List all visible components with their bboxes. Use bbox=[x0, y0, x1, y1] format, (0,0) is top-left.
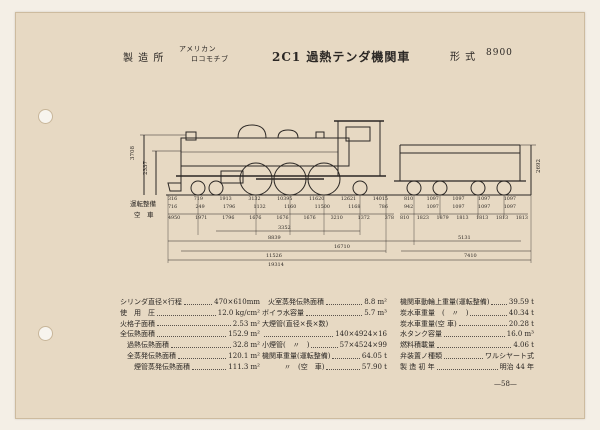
spec-row: 炭水車重量(空 車)20.28 t bbox=[400, 319, 534, 328]
maker-line1: アメリカン bbox=[179, 45, 217, 53]
tender-wheel-2 bbox=[432, 180, 448, 196]
leading-wheel-2 bbox=[208, 180, 224, 196]
dim-7410: 7410 bbox=[464, 253, 477, 259]
punch-hole-top bbox=[38, 109, 53, 124]
spec-row: 140×4924×16 bbox=[262, 329, 387, 340]
pilot bbox=[167, 182, 182, 192]
trailing-wheel bbox=[352, 180, 368, 196]
spec-row: 炭水車重量 ( 〃 )40.34 t bbox=[400, 308, 534, 317]
tender-wheel-3 bbox=[470, 180, 486, 196]
steam-dome bbox=[237, 124, 267, 139]
page-number: —58— bbox=[494, 380, 517, 388]
whistle bbox=[315, 131, 325, 139]
dim-19314: 19314 bbox=[268, 262, 284, 268]
spec-row: 小煙管( 〃 )57×4524×99 bbox=[262, 341, 387, 350]
spec-row: 製 造 初 年明治 44 年 bbox=[400, 362, 534, 371]
dim-5131: 5131 bbox=[458, 235, 471, 241]
tender-wheel-4 bbox=[496, 180, 512, 196]
label-operating: 運転整備 bbox=[130, 200, 156, 208]
label-empty: 空 車 bbox=[134, 211, 154, 219]
spec-row: 機関車重量(運転整備)64.05 t bbox=[262, 351, 387, 360]
maker-label: 製 造 所 bbox=[123, 53, 165, 64]
dim-16710: 16710 bbox=[334, 244, 350, 250]
maker-line2: ロコモチブ bbox=[191, 55, 229, 63]
type-value: 8900 bbox=[486, 48, 513, 58]
cab-window bbox=[345, 126, 371, 142]
specs-column-3: 機関車動輪上重量(運転整備)39.59 t 炭水車重量 ( 〃 )40.34 t… bbox=[400, 297, 534, 373]
chimney bbox=[185, 131, 197, 141]
spec-row: 弁装置ノ種類ワルシヤート式 bbox=[400, 351, 534, 360]
dim-height-boiler: 2337 bbox=[143, 161, 149, 175]
punch-hole-bottom bbox=[38, 326, 53, 341]
spec-row: 〃 (空 車)57.90 t bbox=[284, 362, 387, 371]
spec-row: 機関車動輪上重量(運転整備)39.59 t bbox=[400, 298, 534, 306]
type-label: 形 式 bbox=[450, 52, 477, 63]
cab-outline bbox=[337, 120, 381, 177]
spec-row: 大煙管(直径×長×数) bbox=[262, 319, 329, 328]
tender-tank bbox=[399, 152, 521, 182]
cylinder bbox=[220, 170, 244, 184]
document-page: 製 造 所 アメリカン ロコモチブ 2C1 過熱テンダ機関車 形 式 8900 bbox=[15, 12, 585, 419]
sand-dome bbox=[277, 129, 299, 139]
dim-8839: 8839 bbox=[268, 235, 281, 241]
dim-11526: 11526 bbox=[266, 253, 282, 259]
leading-wheel-1 bbox=[190, 180, 206, 196]
tender-wheel-1 bbox=[406, 180, 422, 196]
dim-height-overall: 3708 bbox=[130, 146, 136, 160]
dim-3352: 3352 bbox=[278, 225, 291, 231]
page-title: 2C1 過熱テンダ機関車 bbox=[272, 50, 411, 64]
dim-height-tender: 2692 bbox=[536, 159, 542, 173]
locomotive-drawing bbox=[140, 120, 536, 263]
